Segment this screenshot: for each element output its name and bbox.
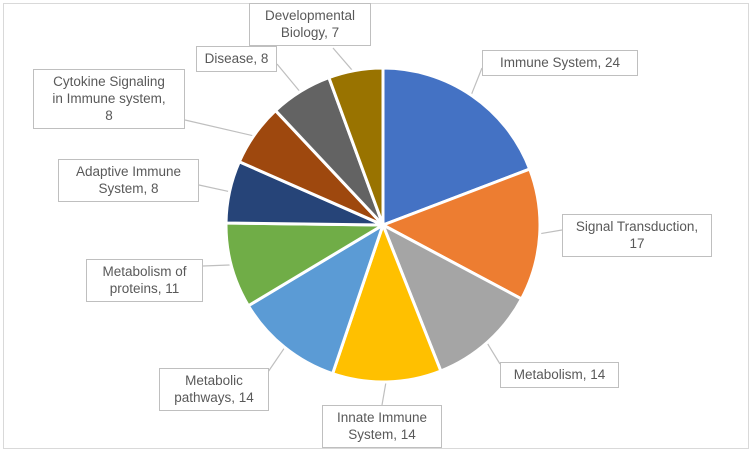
- slice-label-immune-system: Immune System, 24: [482, 50, 638, 76]
- slice-label-cytokine-signaling: Cytokine Signaling in Immune system, 8: [33, 69, 185, 129]
- pie-slice[interactable]: [246, 223, 385, 376]
- pie-slice[interactable]: [331, 223, 443, 384]
- pie-slice[interactable]: [381, 167, 542, 301]
- slice-label-signal-transduction: Signal Transduction, 17: [562, 214, 712, 257]
- label-leader-line: [184, 119, 259, 138]
- slice-label-metabolism-of-proteins: Metabolism of proteins, 11: [86, 259, 203, 302]
- slice-label-innate-immune-system: Innate Immune System, 14: [322, 405, 442, 448]
- pie-slice[interactable]: [327, 66, 385, 227]
- pie-slice[interactable]: [224, 221, 385, 308]
- pie-slice[interactable]: [381, 223, 524, 373]
- slice-label-adaptive-immune-system: Adaptive Immune System, 8: [58, 159, 199, 202]
- slice-label-developmental-biology: Developmental Biology, 7: [249, 3, 371, 46]
- slice-label-disease: Disease, 8: [196, 46, 277, 72]
- pie-slice[interactable]: [381, 66, 532, 227]
- label-leader-line: [276, 63, 304, 96]
- slice-label-metabolic-pathways: Metabolic pathways, 14: [159, 368, 269, 411]
- slice-label-metabolism: Metabolism, 14: [500, 362, 619, 388]
- pie-slices[interactable]: [224, 66, 542, 384]
